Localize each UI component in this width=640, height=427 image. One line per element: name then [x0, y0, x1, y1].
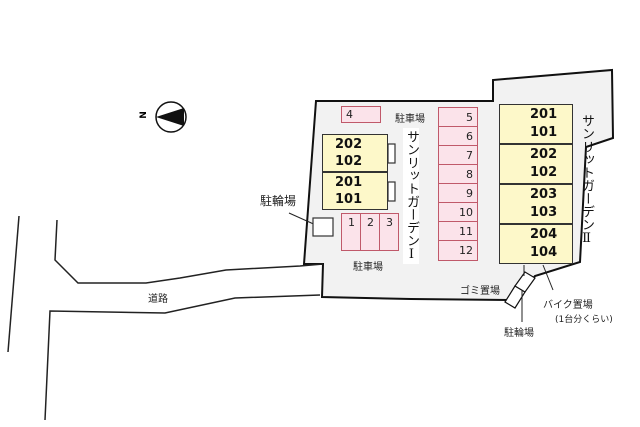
north-label: N: [138, 111, 149, 119]
north-arrow-icon: [155, 101, 187, 133]
parking-spot-12: 12: [438, 240, 478, 261]
building-2-name: サンリットガーデンⅡ: [579, 114, 594, 246]
parking-spot-10: 10: [438, 202, 478, 222]
building-1-unit-201-101: 201 101: [322, 172, 388, 210]
building-2-unit-201-101: 201 101: [499, 104, 573, 144]
building-1-unit-202-102: 202 102: [322, 134, 388, 172]
parking-spot-3: 3: [379, 213, 399, 251]
parking-column: 5 6 7 8 9 10 11 12: [438, 107, 478, 263]
parking-label-top: 駐車場: [395, 114, 425, 125]
bike-parking-note: (1台分くらい): [555, 315, 613, 325]
building-1-name: サンリットガーデンⅠ: [403, 128, 419, 264]
bicycle-parking-label-left: 駐輪場: [260, 194, 297, 208]
garbage-area-label: ゴミ置場: [460, 286, 500, 297]
building-2-unit-202-102: 202 102: [499, 144, 573, 184]
parking-spot-8: 8: [438, 164, 478, 184]
parking-spot-7: 7: [438, 145, 478, 165]
bicycle-parking-label-right: 駐輪場: [504, 328, 534, 339]
parking-spot-4: 4: [341, 106, 381, 123]
road-label: 道路: [148, 294, 168, 305]
parking-label-bottom: 駐車場: [353, 262, 383, 273]
bike-parking-label: バイク置場: [543, 300, 593, 311]
compass: N: [138, 100, 190, 134]
parking-spot-11: 11: [438, 221, 478, 241]
parking-spot-5: 5: [438, 107, 478, 127]
parking-spot-1: 1: [341, 213, 361, 251]
parking-spot-2: 2: [360, 213, 380, 251]
parking-spot-6: 6: [438, 126, 478, 146]
building-2-unit-204-104: 204 104: [499, 224, 573, 264]
parking-spot-9: 9: [438, 183, 478, 203]
building-2-unit-203-103: 203 103: [499, 184, 573, 224]
